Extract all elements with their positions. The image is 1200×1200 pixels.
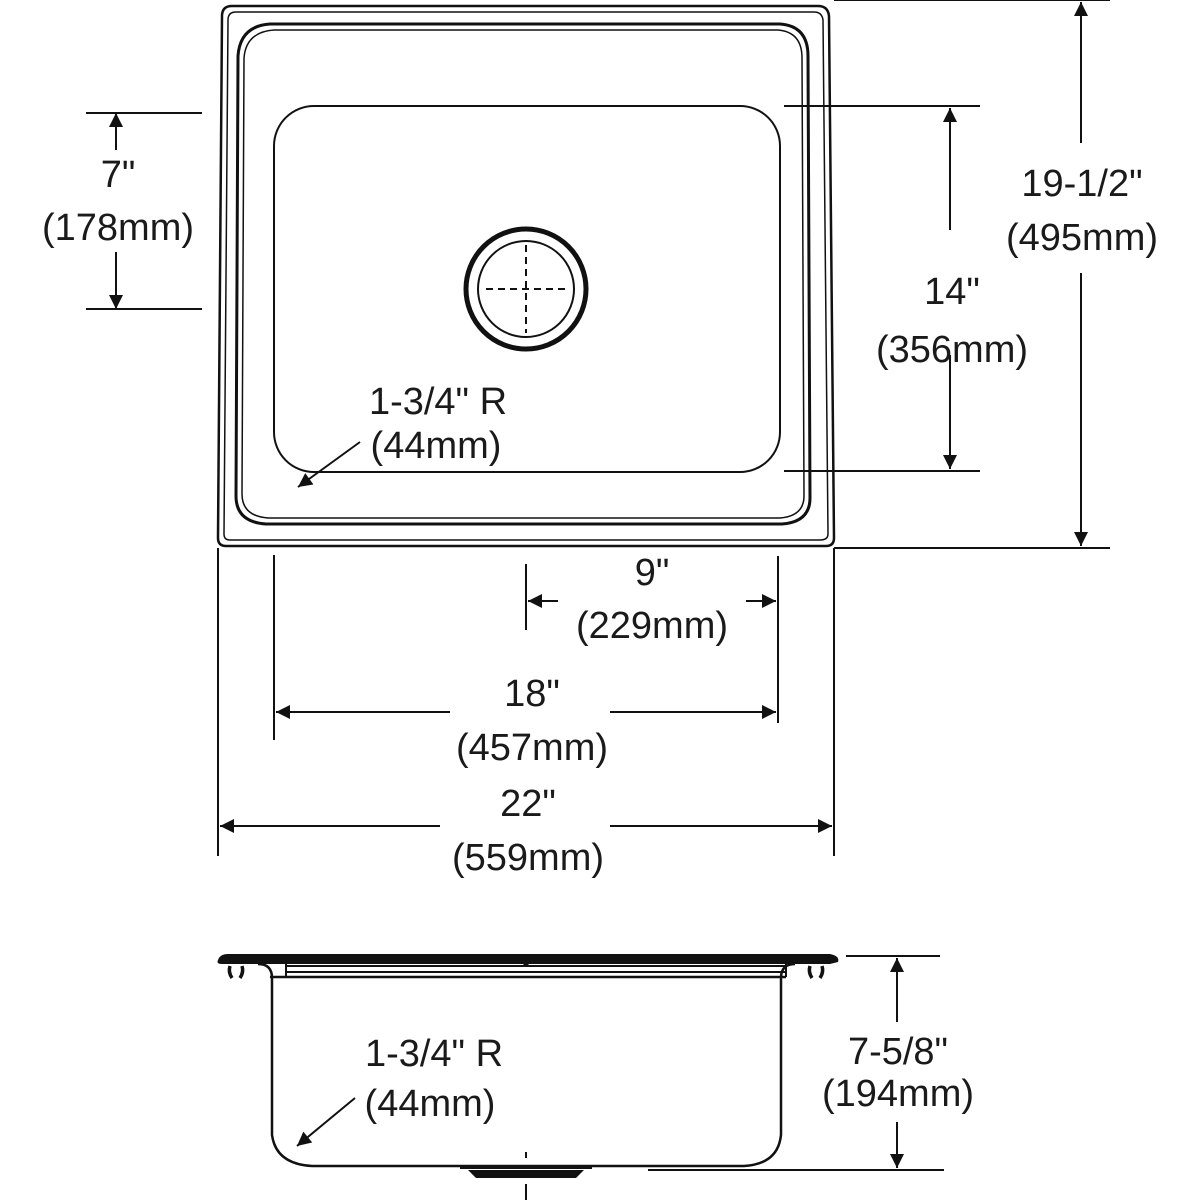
side-corner-radius-metric: (44mm)	[365, 1083, 496, 1125]
callout-top-corner-radius: 1-3/4" R (44mm)	[297, 381, 507, 488]
drain-from-back-imperial: 7"	[101, 154, 136, 196]
side-view: 1-3/4" R (44mm) 7-5/8" (194mm)	[217, 954, 974, 1200]
bowl-width-metric: (457mm)	[456, 727, 608, 769]
deck-ledge-inner	[241, 29, 805, 519]
dim-bowl-depth: 14" (356mm)	[784, 105, 1028, 472]
dim-bowl-height: 7-5/8" (194mm)	[648, 955, 974, 1171]
dim-drain-from-side: 9" (229mm)	[525, 552, 779, 723]
top-corner-radius-imperial: 1-3/4" R	[369, 381, 507, 423]
drain-from-back-metric: (178mm)	[42, 207, 194, 249]
bowl-width-imperial: 18"	[504, 673, 560, 715]
bowl-height-metric: (194mm)	[822, 1073, 974, 1115]
bowl-depth-imperial: 14"	[924, 271, 980, 313]
drain-icon	[463, 226, 589, 352]
dim-overall-width: 22" (559mm)	[217, 548, 832, 879]
drain-tailpiece	[468, 1170, 584, 1178]
dim-overall-depth: 19-1/2" (495mm)	[833, 0, 1158, 856]
outer-rim-inner	[223, 11, 829, 541]
overall-depth-metric: (495mm)	[1006, 217, 1158, 259]
overall-depth-imperial: 19-1/2"	[1021, 163, 1142, 205]
drain-from-side-imperial: 9"	[635, 552, 670, 594]
bowl-height-imperial: 7-5/8"	[848, 1031, 948, 1073]
mounting-clip-right-icon	[807, 965, 825, 979]
bowl-profile	[257, 962, 796, 1168]
deck-ledge	[234, 22, 812, 526]
bowl-depth-metric: (356mm)	[876, 329, 1028, 371]
callout-side-corner-radius: 1-3/4" R (44mm)	[296, 1033, 503, 1147]
top-corner-radius-metric: (44mm)	[371, 425, 502, 467]
dim-bowl-width: 18" (457mm)	[273, 555, 776, 769]
overall-width-metric: (559mm)	[452, 837, 604, 879]
overall-width-imperial: 22"	[500, 783, 556, 825]
top-view: 7" (178mm) 19-1/2" (495mm) 14" (356mm) 1…	[42, 0, 1158, 879]
outer-rim	[216, 4, 836, 548]
rim-flange	[217, 954, 839, 964]
drain-from-side-metric: (229mm)	[576, 605, 728, 647]
mounting-clip-left-icon	[227, 965, 245, 979]
bowl-outline	[273, 105, 781, 473]
dim-drain-from-back: 7" (178mm)	[42, 112, 202, 310]
side-corner-radius-imperial: 1-3/4" R	[365, 1033, 503, 1075]
